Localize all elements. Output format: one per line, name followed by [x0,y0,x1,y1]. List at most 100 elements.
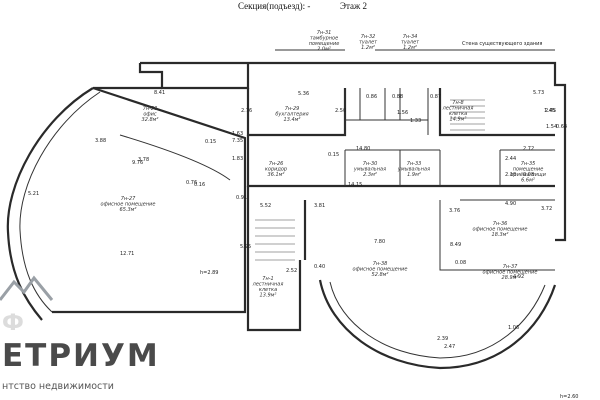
room-label-line: 65.3м² [120,207,137,213]
walls [6,49,567,370]
room-label-line: туалет [359,40,378,46]
dimension-label: 7.80 [374,239,385,245]
dimension-label: 2.10 [505,172,516,178]
room-label-line: 7н-28 [143,106,158,112]
dimension-label: 3.76 [449,208,460,214]
room-label-line: помещение [309,41,340,47]
section-label: Секция(подъезд): - [238,1,310,11]
room-label-line: приёма пищи [510,172,546,178]
dimension-label: 2.44 [505,156,516,162]
room-label-line: 7н-30 [363,161,378,167]
height-note: h=2.89 [200,270,219,276]
room-label-line: лестничная [442,106,474,112]
room-label-line: помещение [513,167,544,173]
dimension-label: 7.35 [232,138,243,144]
room-label-line: 28.9м² [502,275,519,281]
room-label-line: офисное помещение [353,267,408,273]
dimension-label: 3.81 [314,203,325,209]
dimension-label: 4.90 [505,201,516,207]
room-label-line: лестничная [252,282,284,288]
logo-watermark: Ф [2,311,24,336]
dimension-label: 2.76 [241,108,252,114]
dimension-label: 2.45 [545,108,556,114]
stairs-lower [255,219,295,261]
dimension-label: 0.64 [556,124,567,130]
room-label-line: 7н-37 [503,264,518,270]
dimension-label: 9.76 [132,160,143,166]
dimension-label: 0.91 [236,195,247,201]
room-label-line: 1.9м² [407,172,421,178]
room-label-line: туалет [401,40,420,46]
dimension-label: 2.47 [444,344,455,350]
logo-name: ЕТРИУМ [2,338,160,374]
room-label-line: офисное помещение [483,270,538,276]
dimension-label: 0.76 [186,180,197,186]
dimension-label: 1.33 [410,118,421,124]
dimension-label: 0.88 [392,94,403,100]
agency-logo: ЕТРИУМ нтство недвижимости [0,275,160,392]
room-label-line: коридор [265,167,287,173]
room-label-line: умывальная [397,167,430,173]
room-label-line: 1.2м² [361,45,375,51]
room-label-line: 7н-29 [285,106,300,112]
dimension-label: 1.54 [546,124,557,130]
room-label-line: 7н-32 [361,34,376,40]
room-label-line: 7н-27 [121,196,136,202]
room-label-line: клетка [259,287,277,293]
room-label-line: клетка [449,111,467,117]
room-label-line: 7н-8 [452,100,463,106]
room-label-line: 13.4м² [284,117,301,123]
room-label-line: 7н-33 [407,161,422,167]
room-label-line: тамбурное [310,36,338,42]
existing-wall-note: Стена существующего здания [462,41,542,47]
dimension-label: 1.06 [508,325,519,331]
room-label-line: 7н-35 [521,161,536,167]
dimension-label: 3.88 [95,138,106,144]
dimension-label: 0.86 [366,94,377,100]
dimension-label: 3.72 [541,206,552,212]
dimension-label: 5.73 [533,90,544,96]
dimension-label: 0.40 [314,264,325,270]
floor-label: Этаж 2 [340,1,367,11]
dimension-label: 14.15 [348,182,362,188]
dimension-label: 0.16 [194,182,205,188]
room-label-line: 18.3м² [492,232,509,238]
room-label-line: 36.1м² [268,172,285,178]
room-label-line: 52.8м² [372,272,389,278]
dimension-label: 0.87 [430,94,441,100]
room-label-line: 14.9м² [450,117,467,123]
stairs-upper [450,99,485,131]
room-label-line: 1.2м² [403,45,417,51]
dimension-label: 2.72 [523,146,534,152]
logo-roof-icon [0,275,54,301]
room-label-line: 7н-31 [317,30,332,36]
dimension-label: 5.52 [260,203,271,209]
room-label-line: 7н-26 [269,161,284,167]
dimension-label: 5.21 [28,191,39,197]
dimension-label: 1.63 [232,131,243,137]
height-bottom-note: h=2.60 [560,394,579,400]
dimension-label: 2.50 [335,108,346,114]
room-label-line: 32.8м² [142,117,159,123]
dimension-label: 8.41 [154,90,165,96]
dimension-label: 5.95 [240,244,251,250]
dimension-label: 3.78 [138,157,149,163]
dimension-label: 1.45 [544,108,555,114]
room-label-line: умывальная [353,167,386,173]
room-label-line: 7н-36 [493,221,508,227]
room-label-line: 2.0м² [317,47,331,53]
room-label-line: 7н-34 [403,34,418,40]
room-label-line: 7н-38 [373,261,388,267]
logo-subtitle: нтство недвижимости [2,381,114,392]
room-label-line: офисное помещение [101,202,156,208]
dimension-label: 1.56 [397,110,408,116]
room-label-line: 7н-1 [262,276,273,282]
dimension-label: 2.39 [437,336,448,342]
room-label-line: офис [143,112,157,118]
dimension-label: 4.92 [513,274,524,280]
dimension-label: 1.83 [232,156,243,162]
room-label-line: бухгалтерия [275,112,308,118]
dimension-label: 12.71 [120,251,134,257]
